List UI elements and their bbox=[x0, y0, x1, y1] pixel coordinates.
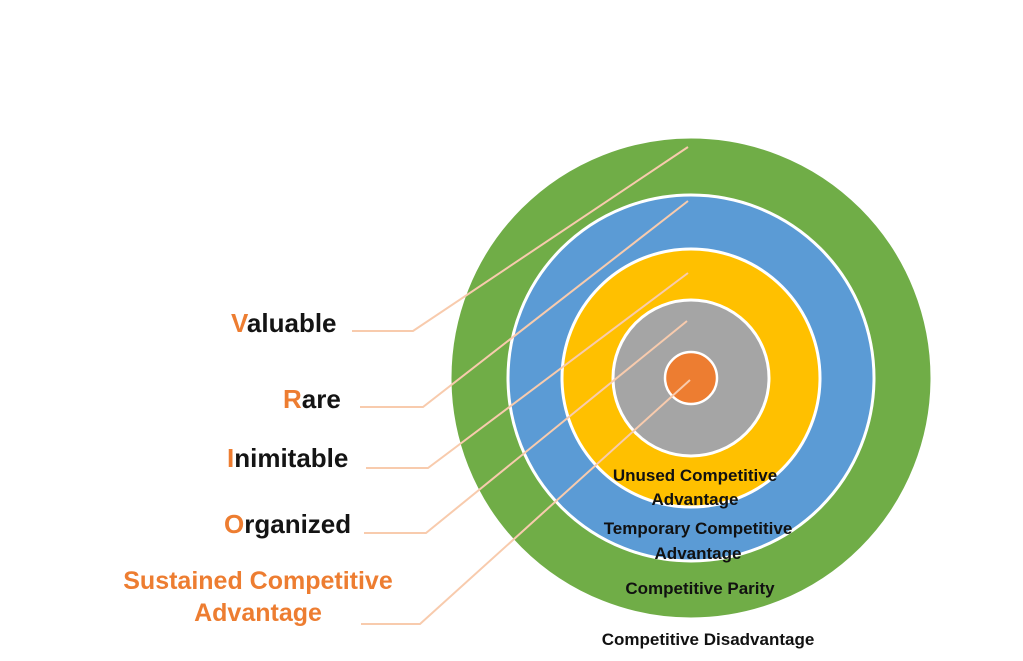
label-rare-rest: are bbox=[301, 384, 341, 414]
label-organized-initial: O bbox=[224, 509, 245, 539]
ring-label-competitive-parity: Competitive Parity bbox=[625, 579, 775, 598]
ring-label-competitive-disadvantage: Competitive Disadvantage bbox=[601, 630, 815, 649]
label-valuable-initial: V bbox=[231, 308, 247, 338]
label-inimitable-rest: nimitable bbox=[234, 443, 349, 473]
label-sustained-competitive-advantage: Sustained Competitive Advantage bbox=[123, 567, 393, 627]
leader-line-rare bbox=[360, 200, 689, 408]
leader-line-sustained bbox=[361, 379, 691, 625]
label-rare: Rare bbox=[283, 384, 341, 415]
label-inimitable-initial: I bbox=[227, 443, 235, 473]
label-rare-initial: R bbox=[283, 384, 302, 414]
label-valuable: Valuable bbox=[231, 308, 337, 339]
leader-line-valuable bbox=[352, 146, 689, 332]
ring-label-unused-competitive-advantage: Unused Competitive Advantage bbox=[612, 466, 778, 509]
label-valuable-rest: aluable bbox=[246, 308, 337, 338]
leader-line-organized bbox=[364, 320, 688, 534]
label-inimitable: Inimitable bbox=[227, 443, 348, 474]
label-organized-rest: rganized bbox=[244, 509, 352, 539]
ring-label-temporary-competitive-advantage: Temporary Competitive Advantage bbox=[603, 519, 793, 563]
label-organized: Organized bbox=[224, 509, 351, 540]
leader-line-inimitable bbox=[366, 272, 689, 469]
